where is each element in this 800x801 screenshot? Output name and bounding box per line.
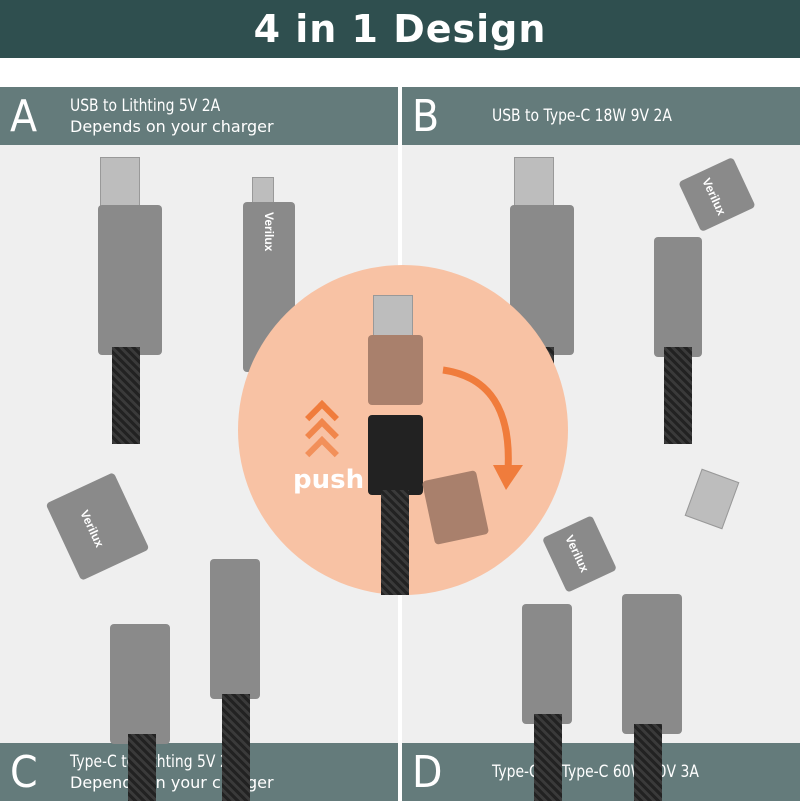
adapter-housing — [368, 415, 423, 495]
panel-b-letter: B — [412, 90, 440, 142]
braided-cable — [112, 347, 140, 444]
panel-c-letter: C — [10, 746, 38, 798]
adapter-housing — [210, 559, 260, 699]
panel-d-letter: D — [412, 746, 443, 798]
panel-a-label-band: A USB to Lithting 5V 2A Depends on your … — [0, 87, 398, 145]
panel-b: B USB to Type-C 18W 9V 2A Verilux — [402, 87, 800, 444]
panel-c: C Type-C to Lithting 5V 2A Depends on yo… — [0, 444, 398, 801]
braided-cable — [664, 347, 692, 444]
braided-cable — [222, 694, 250, 801]
panel-a-note: Depends on your charger — [70, 116, 274, 136]
panel-d-spec: Type-C to Type-C 60W 20V 3A — [492, 761, 699, 782]
adapter-housing — [622, 594, 682, 734]
usb-a-plug — [684, 468, 740, 530]
adapter-housing — [110, 624, 170, 744]
adapter-housing — [98, 205, 162, 355]
panel-d-label-band: D Type-C to Type-C 60W 20V 3A — [402, 743, 800, 801]
panel-c-label-band: C Type-C to Lithting 5V 2A Depends on yo… — [0, 743, 398, 801]
braided-cable — [634, 724, 662, 801]
center-illustration: push — [238, 265, 568, 595]
usb-a-plug — [514, 157, 554, 207]
braided-cable — [534, 714, 562, 801]
header-banner: 4 in 1 Design — [0, 0, 800, 58]
panel-a-letter: A — [10, 90, 38, 142]
page-title: 4 in 1 Design — [253, 7, 547, 51]
adapter-housing — [522, 604, 572, 724]
push-label: push — [293, 465, 365, 495]
panel-b-label-band: B USB to Type-C 18W 9V 2A — [402, 87, 800, 145]
braided-cable — [381, 490, 409, 595]
panel-a: A USB to Lithting 5V 2A Depends on your … — [0, 87, 398, 444]
panel-a-spec: USB to Lithting 5V 2A — [70, 96, 221, 117]
braided-cable — [128, 734, 156, 801]
brand-logo: Verilux — [262, 212, 276, 252]
lightning-plug — [252, 177, 274, 205]
rotate-arrow-icon — [442, 366, 523, 490]
panel-b-spec: USB to Type-C 18W 9V 2A — [492, 105, 672, 126]
adapter-housing — [654, 237, 702, 357]
usb-a-plug — [373, 295, 413, 340]
usb-a-plug — [100, 157, 140, 207]
adapter-housing — [368, 335, 423, 405]
